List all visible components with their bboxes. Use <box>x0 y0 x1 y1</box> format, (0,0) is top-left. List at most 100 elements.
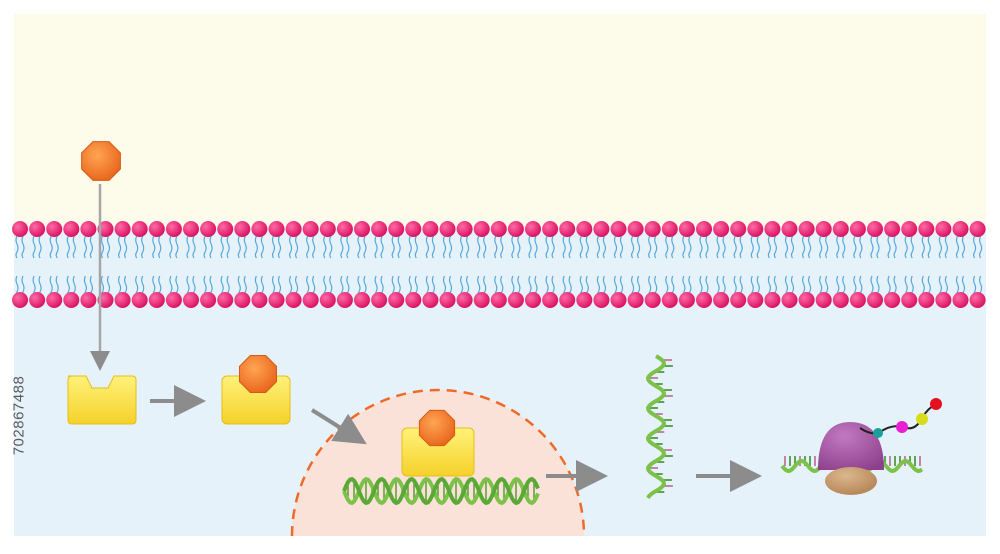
polypeptide-chain-icon <box>859 398 942 438</box>
phospholipid-head-outer <box>473 221 490 237</box>
phospholipid-head-inner <box>867 292 883 308</box>
phospholipid-head-inner <box>439 292 456 308</box>
phospholipid-head-outer <box>969 221 986 237</box>
phospholipid-head-outer <box>661 221 678 237</box>
phospholipid-head-inner <box>422 292 439 308</box>
phospholipid-head-outer <box>593 221 610 237</box>
phospholipid-head-outer <box>456 221 473 237</box>
phospholipid-head-inner <box>969 292 986 308</box>
phospholipid-head-outer <box>815 221 832 237</box>
phospholipid-head-outer <box>371 221 388 237</box>
phospholipid-head-inner <box>251 292 268 308</box>
phospholipid-head-outer <box>439 221 456 237</box>
phospholipid-head-outer <box>183 221 199 237</box>
phospholipid-head-inner <box>713 292 730 308</box>
phospholipid-head-inner <box>148 292 165 308</box>
phospholipid-head-outer <box>576 221 593 237</box>
phospholipid-head-inner <box>217 292 234 308</box>
phospholipid-head-outer <box>678 221 695 237</box>
phospholipid-head-outer <box>422 221 439 237</box>
mrna-strand-icon <box>645 354 673 499</box>
phospholipid-head-outer <box>627 221 644 237</box>
phospholipid-head-outer <box>559 221 576 237</box>
phospholipid-head-outer <box>798 221 815 237</box>
phospholipid-head-inner <box>183 292 199 308</box>
phospholipid-head-inner <box>114 292 131 308</box>
phospholipid-head-inner <box>696 292 712 308</box>
phospholipid-head-outer <box>80 221 97 237</box>
phospholipid-head-inner <box>405 292 422 308</box>
phospholipid-head-outer <box>644 221 661 237</box>
phospholipid-head-outer <box>200 221 217 237</box>
receptor-icon <box>67 375 137 425</box>
phospholipid-head-outer <box>12 221 28 237</box>
image-id-label: 702867488 <box>10 375 28 455</box>
phospholipid-head-outer <box>46 221 63 237</box>
phospholipid-head-outer <box>884 221 901 237</box>
phospholipid-head-inner <box>234 292 251 308</box>
arrow-complex-to-nucleus <box>310 408 367 445</box>
phospholipid-head-inner <box>678 292 695 308</box>
phospholipid-head-inner <box>63 292 80 308</box>
phospholipid-head-outer <box>764 221 781 237</box>
phospholipid-head-inner <box>781 292 798 308</box>
cell-membrane-bilayer <box>12 221 986 308</box>
phospholipid-head-inner <box>661 292 678 308</box>
phospholipid-head-outer <box>251 221 268 237</box>
phospholipid-head-outer <box>388 221 405 237</box>
phospholipid-head-outer <box>747 221 764 237</box>
phospholipid-head-outer <box>285 221 302 237</box>
phospholipid-head-outer <box>730 221 747 237</box>
dna-helix-icon <box>342 476 540 506</box>
phospholipid-head-inner <box>884 292 901 308</box>
phospholipid-head-outer <box>952 221 969 237</box>
pathway-arrows <box>90 184 762 492</box>
phospholipid-head-outer <box>832 221 849 237</box>
phospholipid-head-inner <box>371 292 388 308</box>
phospholipid-head-outer <box>29 221 46 237</box>
phospholipid-head-inner <box>302 292 319 308</box>
phospholipid-head-inner <box>507 292 524 308</box>
phospholipid-head-outer <box>507 221 524 237</box>
phospholipid-head-outer <box>525 221 541 237</box>
phospholipid-head-inner <box>815 292 832 308</box>
nuclear-envelope <box>290 388 586 536</box>
phospholipid-head-outer <box>918 221 935 237</box>
phospholipid-head-outer <box>490 221 507 237</box>
phospholipid-head-inner <box>576 292 593 308</box>
phospholipid-head-outer <box>867 221 883 237</box>
phospholipid-head-outer <box>610 221 627 237</box>
phospholipid-head-outer <box>165 221 182 237</box>
phospholipid-head-inner <box>354 292 370 308</box>
phospholipid-head-outer <box>781 221 798 237</box>
phospholipid-head-outer <box>354 221 370 237</box>
phospholipid-head-inner <box>918 292 935 308</box>
phospholipid-head-inner <box>730 292 747 308</box>
phospholipid-head-inner <box>593 292 610 308</box>
phospholipid-head-inner <box>644 292 661 308</box>
phospholipid-head-inner <box>97 292 114 308</box>
phospholipid-head-inner <box>559 292 576 308</box>
phospholipid-head-inner <box>935 292 952 308</box>
phospholipid-head-outer <box>405 221 422 237</box>
phospholipid-head-inner <box>525 292 541 308</box>
phospholipid-head-outer <box>696 221 712 237</box>
extracellular-space <box>14 14 986 229</box>
phospholipid-head-outer <box>542 221 559 237</box>
phospholipid-head-outer <box>901 221 918 237</box>
phospholipid-head-inner <box>798 292 815 308</box>
phospholipid-head-outer <box>131 221 148 237</box>
phospholipid-head-outer <box>713 221 730 237</box>
phospholipid-head-outer <box>268 221 285 237</box>
phospholipid-head-inner <box>490 292 507 308</box>
phospholipid-head-outer <box>319 221 336 237</box>
phospholipid-head-inner <box>456 292 473 308</box>
phospholipid-head-inner <box>29 292 46 308</box>
phospholipid-head-outer <box>217 221 234 237</box>
phospholipid-head-inner <box>610 292 627 308</box>
phospholipid-head-inner <box>336 292 353 308</box>
phospholipid-head-inner <box>832 292 849 308</box>
phospholipid-head-outer <box>302 221 319 237</box>
phospholipid-head-inner <box>46 292 63 308</box>
